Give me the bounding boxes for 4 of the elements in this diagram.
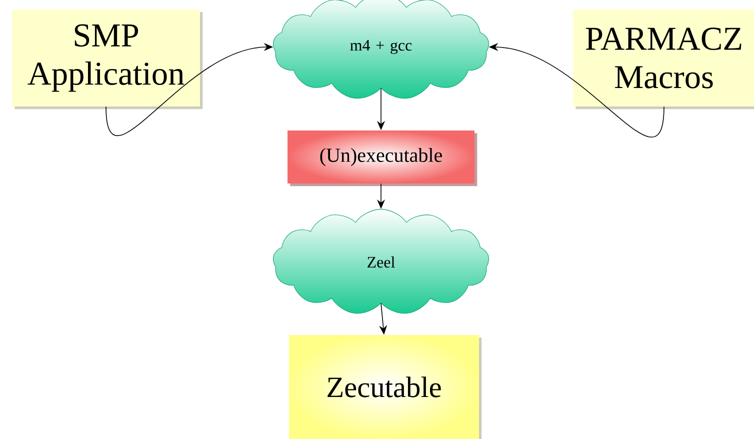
process-box: (Un)executable	[288, 130, 478, 186]
process-box: PARMACZ Macros	[573, 10, 754, 110]
process-box: Zecutable	[289, 335, 482, 439]
process-box: SMP Application	[12, 10, 203, 110]
